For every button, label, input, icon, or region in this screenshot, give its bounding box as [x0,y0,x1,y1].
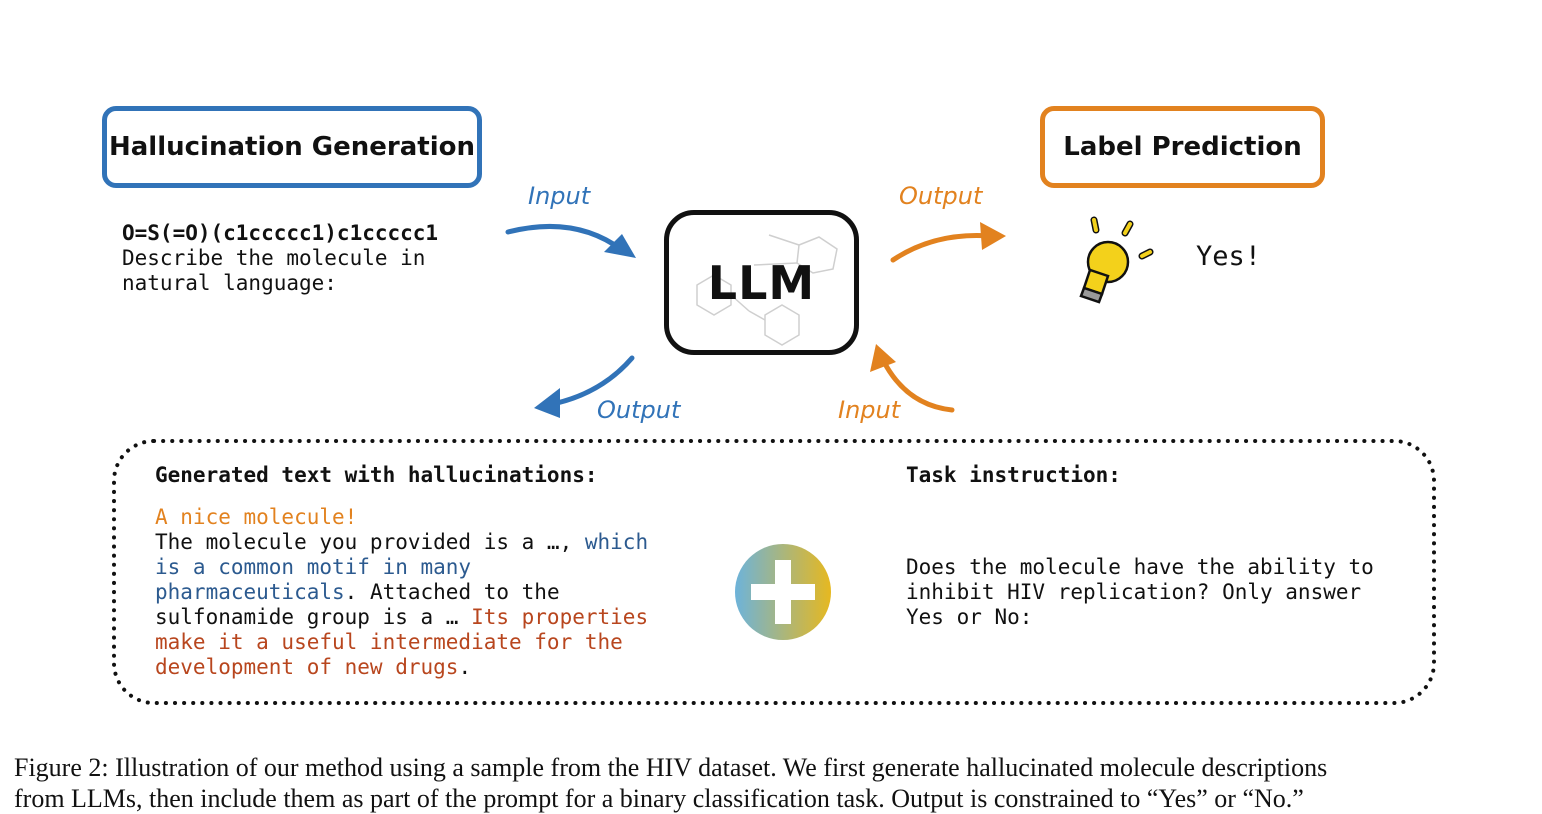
prompt-line: natural language: [122,271,337,295]
molecule-prompt: O=S(=O)(c1ccccc1)c1ccccc1 Describe the m… [122,221,438,296]
output-label-bottom: Output [597,396,681,424]
task-line: Yes or No: [906,605,1033,629]
input-arrow-top [505,223,625,253]
dotted-frame [112,439,1436,705]
input-label-bottom: Input [838,396,901,424]
figure-caption: Figure 2: Illustration of our method usi… [14,752,1327,814]
output-arrowhead-bottom [534,388,560,418]
task-instruction-body: Does the molecule have the ability to in… [906,555,1374,630]
task-line: inhibit HIV replication? Only answer [906,580,1362,604]
generated-highlight: is a common motif in many [155,555,472,579]
generated-highlight: Its properties [471,605,649,629]
output-label-top: Output [899,182,983,210]
prediction-answer: Yes! [1196,241,1262,272]
llm-box: LLM [664,210,859,355]
generated-line: . Attached to the [344,580,560,604]
smiles-string: O=S(=O)(c1ccccc1)c1ccccc1 [122,221,439,245]
input-arrowhead-bottom [870,344,896,372]
hallucination-generation-label: Hallucination Generation [109,132,475,162]
light-bulb-icon [1079,216,1154,304]
output-arrowhead-top [980,222,1006,250]
caption-line: Figure 2: Illustration of our method usi… [14,753,1328,782]
generated-highlight: pharmaceuticals [155,580,345,604]
generated-text-body: A nice molecule! The molecule you provid… [155,505,648,680]
label-prediction-label: Label Prediction [1063,132,1302,162]
input-arrowhead-top [604,234,636,258]
generated-line: . [458,655,472,679]
output-arrow-top [890,233,993,263]
generated-highlight: development of new drugs [155,655,459,679]
caption-line: from LLMs, then include them as part of … [14,784,1304,813]
generated-highlight: which [584,530,649,554]
input-label-top: Input [528,182,591,210]
task-line: Does the molecule have the ability to [906,555,1374,579]
generated-line: The molecule you provided is a …, [155,530,585,554]
generated-text-heading: Generated text with hallucinations: [155,463,598,487]
generated-line: sulfonamide group is a … [155,605,472,629]
hallucination-generation-box: Hallucination Generation [102,106,482,188]
plus-icon [735,544,831,640]
llm-label: LLM [707,255,816,310]
generated-line: A nice molecule! [155,505,358,529]
generated-highlight: make it a useful intermediate for the [155,630,623,654]
task-instruction-heading: Task instruction: [906,463,1121,487]
molecule-watermark-icon [696,234,838,346]
input-arrow-bottom [879,355,955,413]
prompt-line: Describe the molecule in [122,246,426,270]
label-prediction-box: Label Prediction [1040,106,1325,188]
